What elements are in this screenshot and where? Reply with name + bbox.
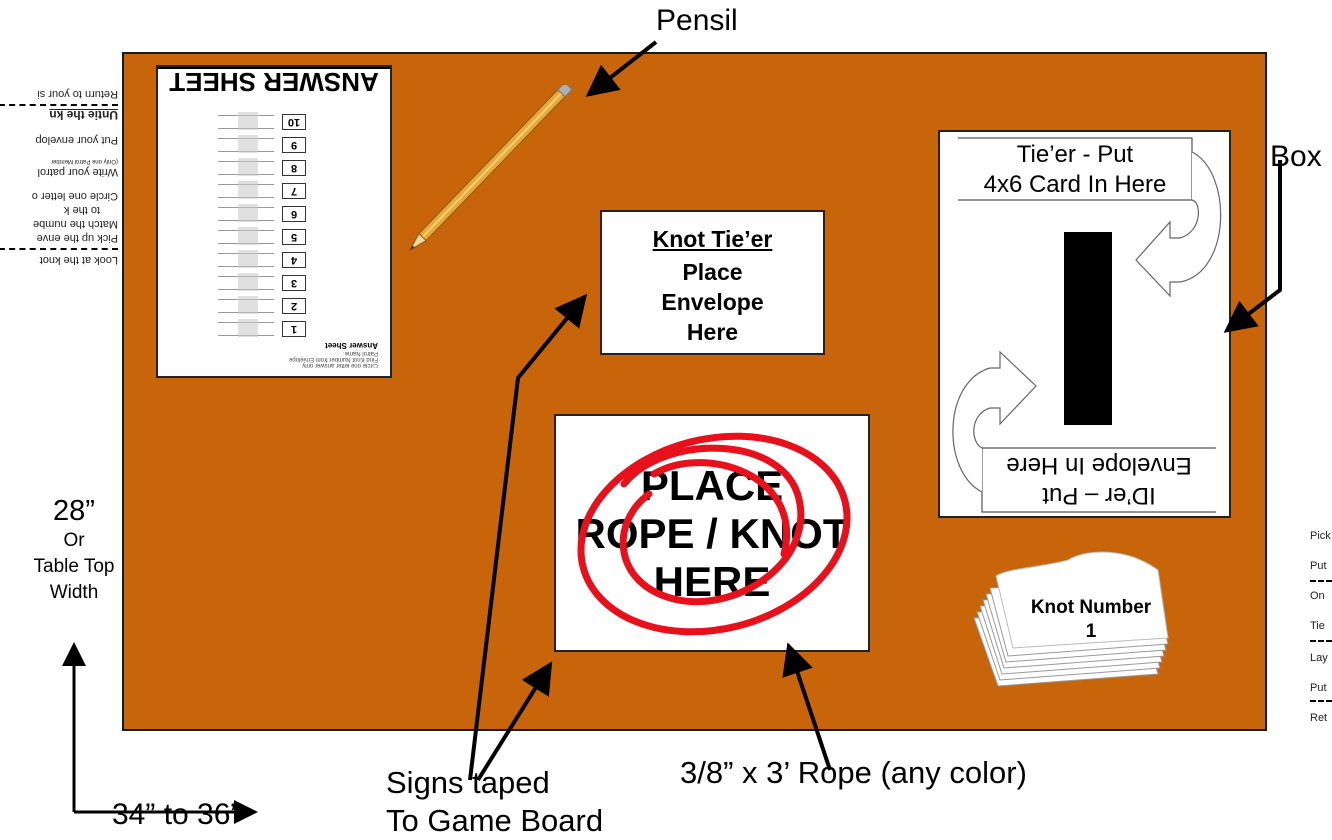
box-arrows bbox=[952, 137, 1222, 513]
signs-label: Signs taped To Game Board bbox=[386, 765, 604, 838]
envelope-label: Knot Number 1 bbox=[1030, 597, 1152, 642]
tier-sign-text: Envelope bbox=[661, 289, 764, 315]
card-box: Tie’er - Put 4x6 Card In Here ID’er – Pu… bbox=[938, 130, 1231, 518]
answer-row: 7 bbox=[218, 181, 338, 201]
red-circle-scribble bbox=[577, 432, 851, 636]
answer-row: 6 bbox=[218, 204, 338, 224]
envelope-stack-icon bbox=[973, 551, 1169, 687]
answer-row: 4 bbox=[218, 250, 338, 270]
answer-row: 3 bbox=[218, 273, 338, 293]
answer-row: 2 bbox=[218, 296, 338, 316]
right-instruction-sheet: Pick Put On Tie Lay Put Ret bbox=[1310, 528, 1332, 728]
answer-row: 1 bbox=[218, 319, 338, 339]
pencil-icon bbox=[408, 85, 573, 252]
tier-sign-text: Place bbox=[682, 259, 743, 285]
tier-sign-text: Here bbox=[686, 319, 739, 345]
rope-label: 3/8” x 3’ Rope (any color) bbox=[680, 755, 1027, 790]
tier-sign-heading: Knot Tie’er bbox=[652, 226, 773, 252]
rope-sign: PLACE ROPE / KNOT HERE bbox=[554, 414, 870, 652]
knot-tier-sign: Knot Tie’er Place Envelope Here bbox=[600, 210, 825, 355]
answer-row: 8 bbox=[218, 158, 338, 178]
answer-sheet: ANSWER SHEET 10 9 8 7 6 5 4 3 2 1 Circle… bbox=[156, 65, 392, 378]
box-label: Box bbox=[1270, 140, 1322, 173]
height-label: 28” Or Table Top Width bbox=[33, 495, 115, 603]
answer-row: 9 bbox=[218, 135, 338, 155]
answer-row: 5 bbox=[218, 227, 338, 247]
box-top-label: Tie’er - Put 4x6 Card In Here bbox=[983, 141, 1167, 198]
pencil-label: Pensil bbox=[656, 4, 738, 37]
box-slot bbox=[1064, 232, 1112, 425]
width-label: 34” to 36” bbox=[112, 798, 241, 831]
left-instruction-sheet: Look at the knot Pick up the enve Match … bbox=[0, 48, 118, 268]
answer-row: 10 bbox=[218, 112, 338, 132]
